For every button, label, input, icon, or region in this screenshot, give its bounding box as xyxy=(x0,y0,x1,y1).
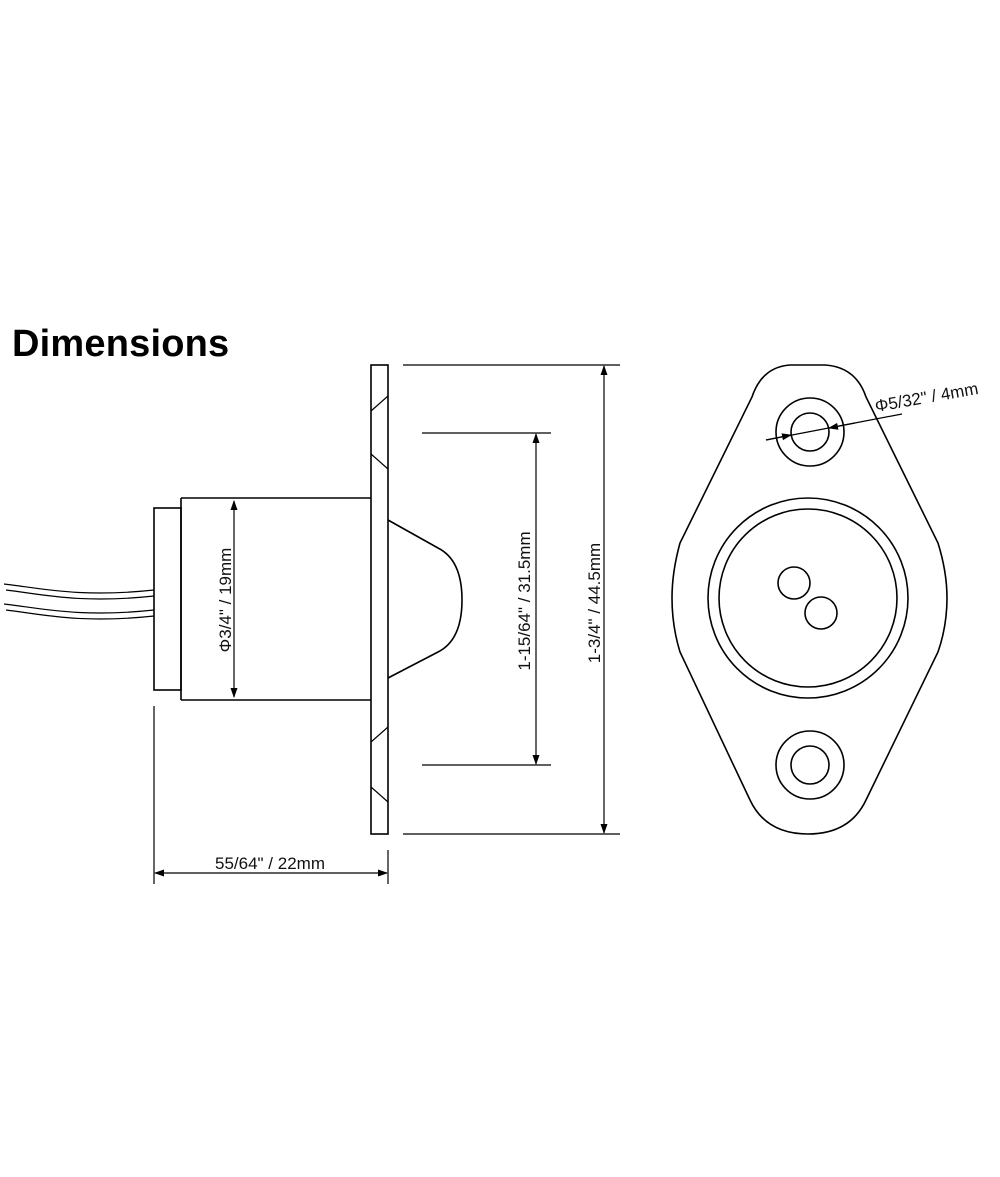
flange-height-label: 1-3/4" / 44.5mm xyxy=(585,543,604,663)
page-title: Dimensions xyxy=(12,323,230,365)
top-mounting-hole xyxy=(790,412,830,452)
hole-diameter-arrow-right xyxy=(828,422,856,430)
terminal-hole-1 xyxy=(777,566,811,600)
extension-lines xyxy=(153,364,620,884)
hole-diameter-label: Φ5/32" / 4mm xyxy=(873,379,979,416)
flange xyxy=(370,364,389,835)
body-diameter-label: Φ3/4" / 19mm xyxy=(216,548,235,653)
terminal-hole-2 xyxy=(804,596,838,630)
rear-cap xyxy=(153,507,182,691)
center-housing-inner xyxy=(718,508,898,688)
front-view: Φ5/32" / 4mm xyxy=(671,364,980,835)
wire-leads xyxy=(3,583,155,620)
plunger-dome xyxy=(387,519,463,679)
bottom-mounting-hole-boss xyxy=(775,730,845,800)
cylinder-body xyxy=(180,497,371,701)
bottom-mounting-hole xyxy=(790,745,830,785)
width-label: 55/64" / 22mm xyxy=(215,854,325,873)
flange-hole-hatching xyxy=(370,395,389,803)
front-flange-outline xyxy=(671,364,948,835)
hole-diameter-arrow-left xyxy=(765,433,792,441)
side-view: Φ3/4" / 19mm 1-15/64" / 31.5mm 1-3/4" / … xyxy=(3,364,620,884)
top-mounting-hole-boss xyxy=(775,397,845,467)
center-housing-outer xyxy=(707,497,909,699)
hole-spacing-label: 1-15/64" / 31.5mm xyxy=(515,531,534,670)
